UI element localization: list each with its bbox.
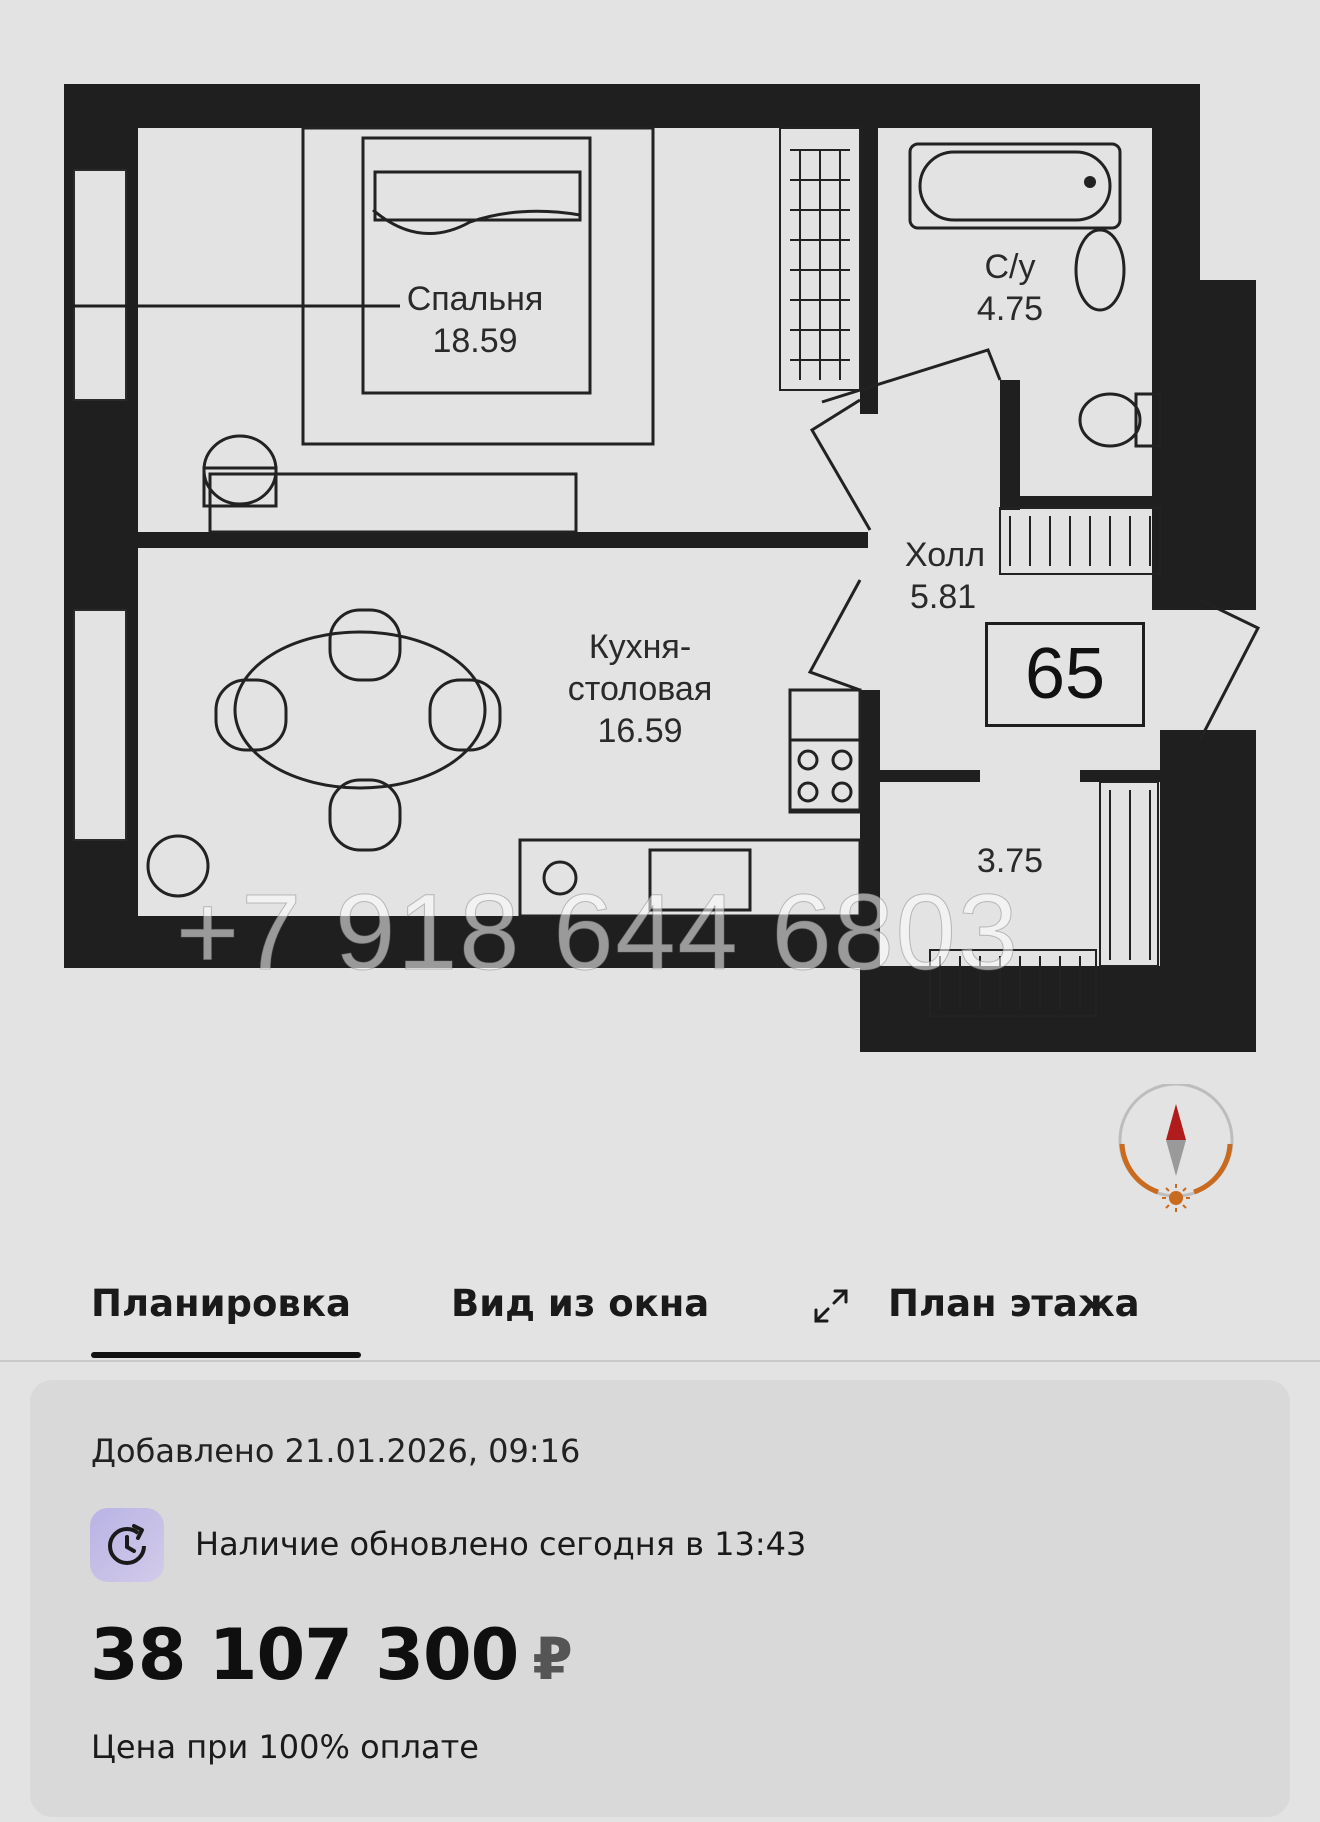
listing-info-card: Добавлено 21.01.2026, 09:16 Наличие обно… — [30, 1380, 1290, 1817]
floor-plan: Спальня 18.59 С/у 4.75 Холл 5.81 Кухня- … — [64, 84, 1261, 1212]
tab-layout[interactable]: Планировка — [91, 1282, 351, 1325]
floor-plan-drawing — [64, 84, 1261, 1052]
room-kitchen-name-line1: Кухня- — [588, 628, 692, 666]
tabs-divider — [0, 1360, 1320, 1362]
tab-floor-plan[interactable]: План этажа — [888, 1282, 1140, 1325]
room-storage-area: 3.75 — [976, 842, 1044, 880]
price-currency: ₽ — [532, 1625, 572, 1693]
tab-window-view[interactable]: Вид из окна — [451, 1282, 710, 1325]
room-storage: 3.75 — [960, 840, 1060, 882]
clock-refresh-icon — [90, 1508, 164, 1582]
room-hall: Холл 5.81 — [880, 534, 1010, 618]
active-tab-indicator — [91, 1352, 361, 1358]
room-kitchen: Кухня- столовая 16.59 — [530, 626, 750, 752]
availability-status: Наличие обновлено сегодня в 13:43 — [195, 1525, 807, 1563]
price: 38 107 300₽ — [90, 1614, 573, 1696]
room-bedroom-name: Спальня — [406, 280, 544, 318]
view-tabs: Планировка Вид из окна План этажа — [0, 1262, 1320, 1362]
compass-icon — [1118, 1084, 1234, 1212]
phone-watermark: +7 918 644 6803 — [176, 871, 1020, 992]
room-bathroom-name: С/у — [984, 248, 1036, 286]
room-bedroom: Спальня 18.59 — [380, 278, 570, 362]
added-date: Добавлено 21.01.2026, 09:16 — [91, 1432, 581, 1470]
room-kitchen-name-line2: столовая — [567, 670, 713, 708]
apartment-number: 65 — [985, 622, 1145, 727]
room-kitchen-area: 16.59 — [597, 712, 683, 750]
room-bedroom-area: 18.59 — [432, 322, 518, 360]
room-hall-area: 5.81 — [910, 578, 977, 616]
room-hall-name: Холл — [904, 536, 986, 574]
room-bathroom: С/у 4.75 — [950, 246, 1070, 330]
room-bathroom-area: 4.75 — [976, 290, 1044, 328]
expand-icon[interactable] — [808, 1283, 854, 1329]
price-note: Цена при 100% оплате — [91, 1728, 479, 1766]
price-value: 38 107 300 — [90, 1614, 519, 1696]
